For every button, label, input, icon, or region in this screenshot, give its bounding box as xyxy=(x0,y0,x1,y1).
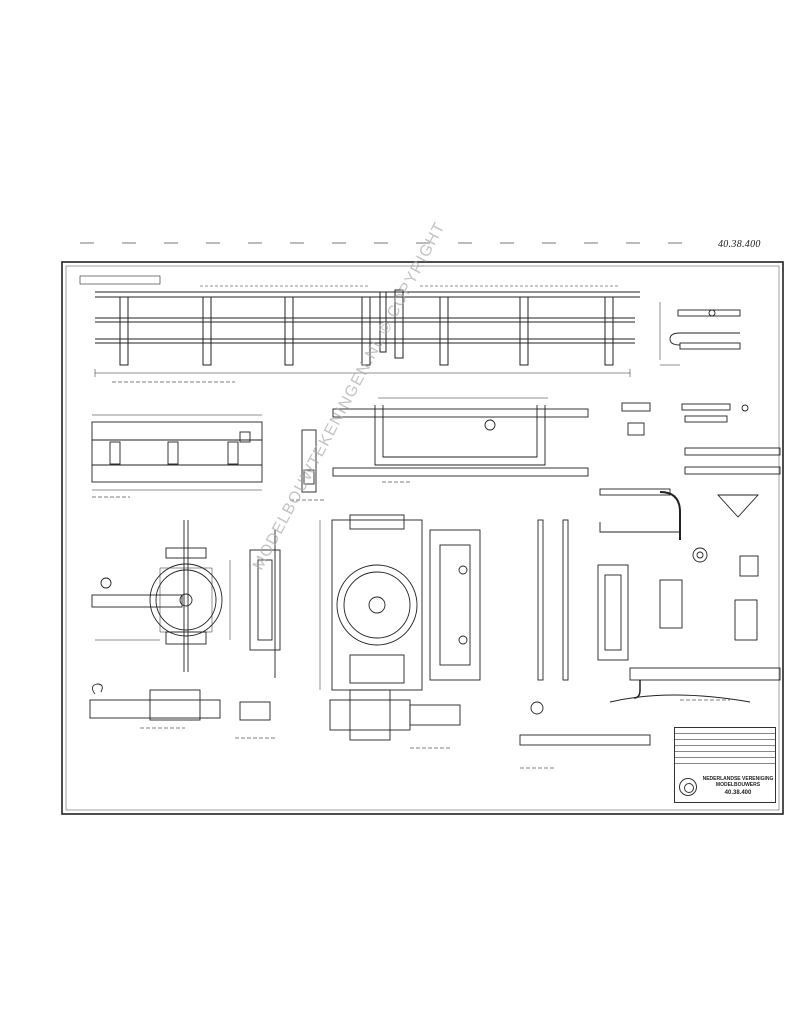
windlass-lower-details xyxy=(89,683,271,721)
detail-clips xyxy=(659,302,741,366)
bracket-assembly xyxy=(332,397,589,477)
railing-elevation xyxy=(79,275,640,377)
winch-side-view xyxy=(429,529,481,681)
winch-front-view xyxy=(319,514,423,691)
drawing-inner-border xyxy=(65,265,780,811)
rods-and-hooks xyxy=(519,519,781,746)
drawing-number: 40.38.400 xyxy=(724,790,752,796)
drawing-number-note: 40.38.400 xyxy=(718,239,761,250)
railing-plan xyxy=(91,414,317,493)
hand-lettering xyxy=(92,381,730,769)
winch-plan-view xyxy=(329,689,461,741)
title-block: NEDERLANDSE VERENIGING MODELBOUWERS 40.3… xyxy=(674,727,776,803)
association-emblem-icon xyxy=(679,778,697,796)
organization-line-1: NEDERLANDSE VERENIGING xyxy=(702,776,774,782)
organization-name: NEDERLANDSE VERENIGING MODELBOUWERS xyxy=(700,776,776,788)
windlass-front-view xyxy=(91,520,223,672)
drawing-border xyxy=(61,261,784,815)
organization-line-2: MODELBOUWERS xyxy=(715,782,761,788)
small-parts xyxy=(599,402,781,577)
windlass-side-view xyxy=(229,530,281,678)
title-block-lines xyxy=(675,728,775,774)
